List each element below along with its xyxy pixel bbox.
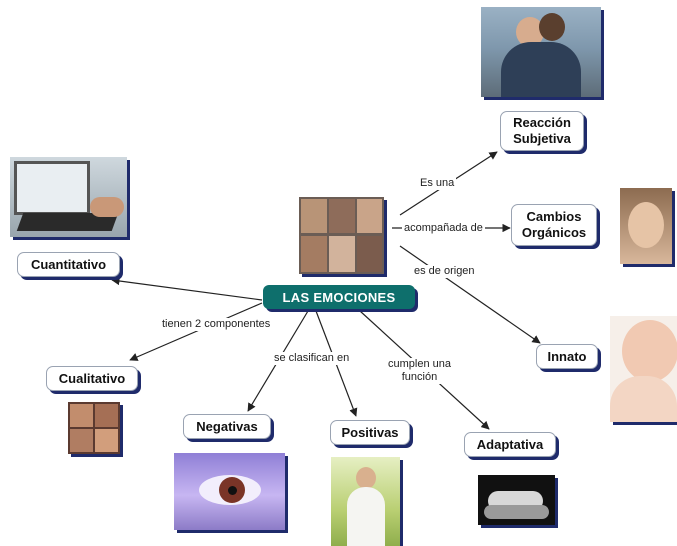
newborn-photo <box>478 475 555 525</box>
edge-cualitativo <box>129 302 263 361</box>
baby-photo <box>610 316 677 422</box>
link-es-una: Es una <box>418 177 457 190</box>
edge-cuantitativo <box>111 276 263 301</box>
woman-headache-photo <box>620 188 672 264</box>
node-reaccion-subjetiva[interactable]: Reacción Subjetiva <box>500 111 584 151</box>
computer-photo <box>10 157 127 237</box>
node-innato[interactable]: Innato <box>536 344 598 369</box>
edge-innato <box>399 245 541 344</box>
node-cambios-organicos[interactable]: Cambios Orgánicos <box>511 204 597 246</box>
link-tienen-2-componentes: tienen 2 componentes <box>160 318 273 331</box>
node-adaptativa[interactable]: Adaptativa <box>464 432 556 457</box>
node-positivas[interactable]: Positivas <box>330 420 410 445</box>
link-cumplen-una-funcion: cumplen una función <box>386 358 453 384</box>
couple-photo <box>481 7 601 97</box>
link-es-de-origen: es de origen <box>412 265 477 278</box>
root-concept[interactable]: LAS EMOCIONES <box>263 285 415 309</box>
woman-field-photo <box>331 457 400 546</box>
link-acompanada-de: acompañada de <box>402 222 485 235</box>
node-negativas[interactable]: Negativas <box>183 414 271 439</box>
crying-eye-photo <box>174 453 285 530</box>
node-cuantitativo[interactable]: Cuantitativo <box>17 252 120 277</box>
node-cualitativo[interactable]: Cualitativo <box>46 366 138 391</box>
faces-collage-photo <box>299 197 384 274</box>
link-se-clasifican-en: se clasifican en <box>272 352 352 365</box>
expressions-photo <box>68 402 120 454</box>
